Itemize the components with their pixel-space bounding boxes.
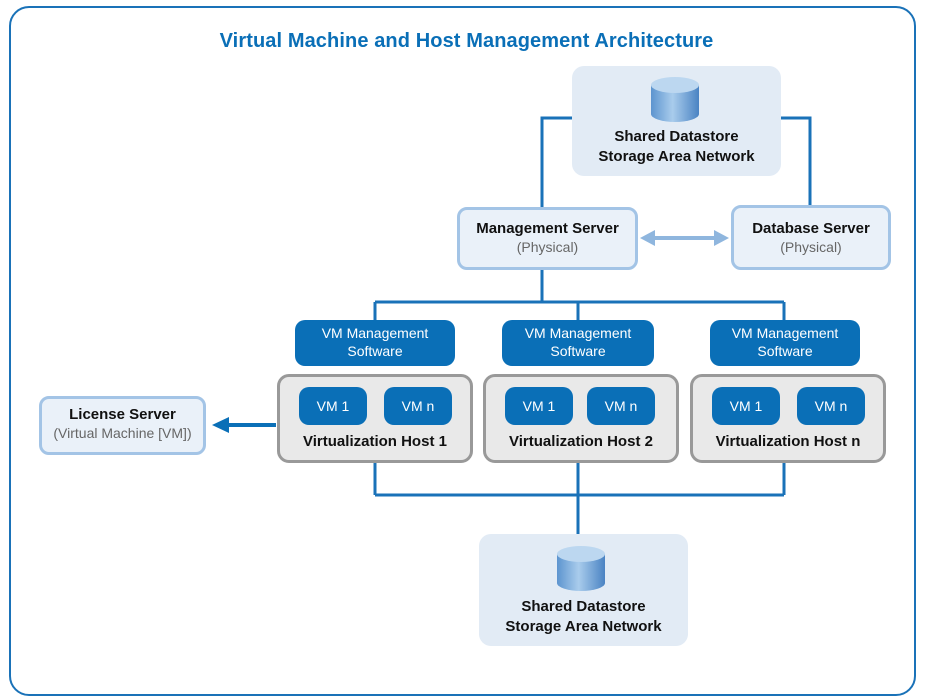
database-server-box: Database Server (Physical): [731, 205, 891, 270]
database-server-title: Database Server: [752, 220, 870, 237]
connector-lines: [212, 116, 812, 535]
arrowhead-left: [640, 230, 655, 246]
database-cylinder-icon: [651, 77, 699, 122]
datastore-bottom-line2: Storage Area Network: [505, 618, 662, 635]
wire-datastore-to-database: [781, 116, 812, 205]
software-2-line2: Software: [550, 343, 606, 359]
software-2-line1: VM Management: [524, 325, 632, 341]
management-server-subtitle: (Physical): [516, 239, 579, 255]
datastore-top-line1: Shared Datastore: [614, 128, 739, 145]
database-server-subtitle: (Physical): [780, 239, 842, 255]
database-cylinder-icon: [557, 546, 605, 591]
diagram-title: Virtual Machine and Host Management Arch…: [219, 30, 714, 52]
virtualization-host-2: VM 1 VM n Virtualization Host 2: [483, 374, 679, 463]
license-arrowhead: [212, 417, 229, 433]
license-server-title: License Server: [69, 406, 176, 423]
host-1-label: Virtualization Host 1: [303, 433, 447, 450]
datastore-bottom-label: Shared Datastore Storage Area Network: [479, 597, 688, 637]
host-2-label: Virtualization Host 2: [509, 433, 653, 450]
host-1-vm-1: VM 1: [299, 387, 367, 425]
host-n-vm-1: VM 1: [712, 387, 780, 425]
license-server-box: License Server (Virtual Machine [VM]): [39, 396, 206, 455]
vm-management-software-3: VM Management Software: [710, 320, 860, 366]
host-1-vm-n: VM n: [384, 387, 452, 425]
datastore-bottom-line1: Shared Datastore: [521, 598, 646, 615]
virtualization-host-1: VM 1 VM n Virtualization Host 1: [277, 374, 473, 463]
vm-management-software-2: VM Management Software: [502, 320, 654, 366]
host-2-vm-1: VM 1: [505, 387, 573, 425]
software-3-line2: Software: [757, 343, 813, 359]
wire-datastore-to-management: [540, 116, 572, 208]
host-n-vm-n: VM n: [797, 387, 865, 425]
host-2-vm-n: VM n: [587, 387, 655, 425]
host-n-label: Virtualization Host n: [715, 433, 861, 450]
virtualization-host-n: VM 1 VM n Virtualization Host n: [690, 374, 886, 463]
management-server-box: Management Server (Physical): [457, 207, 638, 270]
arrowhead-right: [714, 230, 729, 246]
vm-management-software-1: VM Management Software: [295, 320, 455, 366]
datastore-top-label: Shared Datastore Storage Area Network: [572, 127, 781, 167]
management-server-title: Management Server: [476, 220, 619, 237]
datastore-top-line2: Storage Area Network: [598, 148, 755, 165]
license-server-subtitle: (Virtual Machine [VM]): [53, 425, 192, 441]
software-1-line1: VM Management: [321, 325, 429, 341]
software-3-line1: VM Management: [731, 325, 839, 341]
software-1-line2: Software: [347, 343, 403, 359]
